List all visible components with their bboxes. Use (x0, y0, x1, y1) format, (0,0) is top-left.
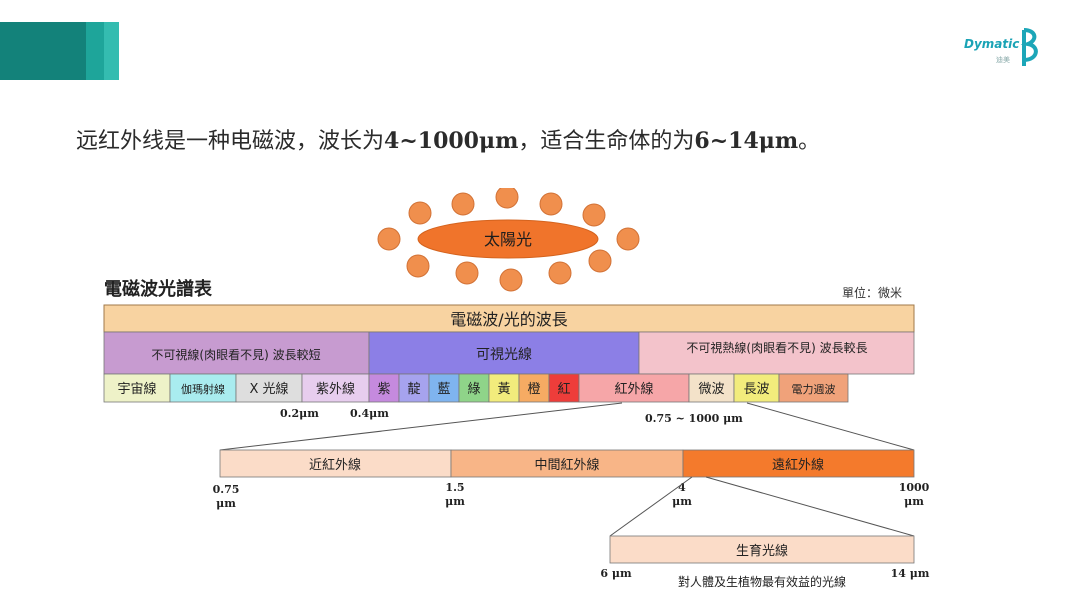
brand-mark-icon (1020, 28, 1038, 66)
heading-range-2: 6~14μm (694, 128, 799, 154)
band-label: 橙 (527, 382, 540, 397)
group-long-wave (638, 331, 915, 375)
life-caption: 對人體及生植物最有效益的光線 (678, 574, 846, 589)
accent-bar-light (104, 22, 119, 80)
band-label: 微波 (698, 382, 724, 397)
mark-ir-range: 0.75 ~ 1000 μm (645, 412, 743, 425)
band-label: 藍 (437, 382, 450, 397)
ir-tick-1000-unit: μm (904, 495, 924, 508)
band-label: 紅 (557, 382, 570, 397)
heading-text-3: 。 (798, 129, 821, 154)
unit-label: 單位：微米 (842, 285, 902, 300)
band-cell (778, 373, 849, 403)
band-cell (398, 373, 430, 403)
band-label: 綠 (467, 382, 480, 397)
band-cell (578, 373, 690, 403)
heading-text-1: 远红外线是一种电磁波，波长为 (76, 129, 385, 154)
group-visible-label: 可視光線 (476, 347, 532, 363)
band-cell (103, 373, 171, 403)
ir-tick-1000: 1000 (899, 481, 930, 494)
band-label: 靛 (407, 382, 420, 397)
ir-mid-segment (450, 449, 684, 478)
band-cell (733, 373, 780, 403)
slide-heading: 远红外线是一种电磁波，波长为4~1000μm，适合生命体的为6~14μm。 (76, 123, 1066, 155)
ir-tick-1-5-unit: μm (445, 495, 465, 508)
sun-label: 太陽光 (484, 230, 532, 249)
table-title: 電磁波光譜表 (104, 278, 213, 300)
band-label: 紅外線 (614, 381, 653, 397)
ir-near-label: 近紅外線 (309, 457, 361, 473)
brand-name: Dymatic (964, 37, 1020, 51)
band-label: 宇宙線 (117, 381, 156, 397)
spectrum-bands: 宇宙線 伽瑪射線 X 光線 紫外線 紫 靛 藍 綠 黃 橙 紅 紅外線 微波 長波 電力週波 (103, 373, 849, 403)
brand-logo: Dymatic 迪美 (962, 26, 1046, 70)
mark-0-4: 0.4μm (350, 407, 389, 420)
band-label: 黃 (497, 382, 510, 397)
band-label: X 光線 (249, 381, 288, 397)
band-cell (548, 373, 580, 403)
group-short-wave (103, 331, 370, 375)
heading-text-2: ，适合生命体的为 (518, 129, 695, 154)
accent-bar-mid (86, 22, 104, 80)
ir-mid-label: 中間紅外線 (534, 457, 599, 473)
spectrum-diagram: 太陽光 電磁波光譜表 單位：微米 電磁波/光的波長 不可視線(肉眼看不見) 波長… (102, 188, 932, 590)
ir-far-label: 遠紅外線 (772, 457, 824, 473)
life-right-label: 14 μm (891, 567, 930, 580)
accent-bar-dark (0, 22, 86, 80)
sun-icon (377, 188, 640, 292)
band-label: 電力週波 (792, 383, 836, 396)
group-short-wave-label: 不可視線(肉眼看不見) 波長較短 (151, 347, 320, 362)
ir-tick-0-75: 0.75 (213, 483, 240, 496)
life-left-label: 6 μm (600, 567, 632, 580)
band-cell (368, 373, 400, 403)
mark-0-2: 0.2μm (280, 407, 319, 420)
ir-near-segment (219, 449, 452, 478)
spectrum-diagram-svg: 太陽光 電磁波光譜表 單位：微米 電磁波/光的波長 不可視線(肉眼看不見) 波長… (103, 188, 930, 589)
life-bar-label: 生育光線 (736, 543, 788, 559)
band-label: 長波 (743, 382, 769, 397)
ir-tick-4-unit: μm (672, 495, 692, 508)
group-long-wave-label: 不可視熱線(肉眼看不見) 波長較長 (686, 340, 867, 355)
band-label: 伽瑪射線 (181, 382, 225, 396)
band-cell (169, 373, 237, 403)
group-visible (368, 331, 640, 375)
life-bar (609, 535, 915, 564)
ir-tick-0-75-unit: μm (216, 497, 236, 510)
header-bar-label: 電磁波/光的波長 (450, 310, 567, 329)
band-label: 紫外線 (316, 381, 355, 397)
ir-far-segment (682, 449, 915, 478)
heading-range-1: 4~1000μm (384, 128, 519, 154)
brand-subname: 迪美 (996, 56, 1010, 64)
band-label: 紫 (377, 382, 390, 397)
ir-tick-4: 4 (678, 481, 686, 494)
ir-tick-1-5: 1.5 (445, 481, 464, 494)
